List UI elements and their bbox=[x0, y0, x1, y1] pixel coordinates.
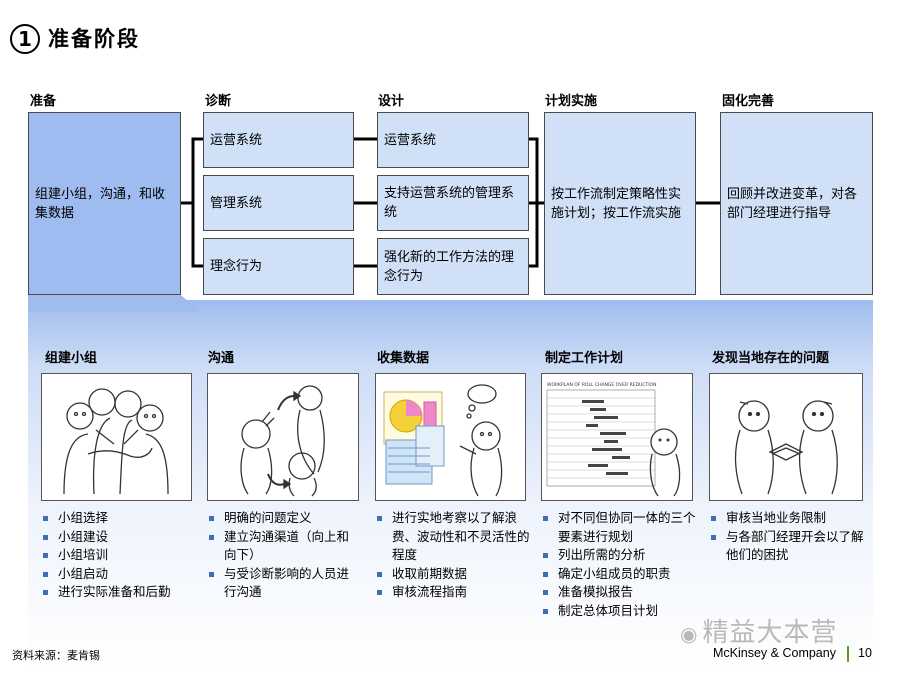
section-title-issues: 发现当地存在的问题 bbox=[712, 351, 830, 366]
prepare-box: 组建小组，沟通，和收集数据 bbox=[28, 112, 181, 295]
list-item: 收取前期数据 bbox=[375, 565, 535, 584]
list-item: 与受诊断影响的人员进行沟通 bbox=[207, 565, 352, 602]
communication-illustration bbox=[207, 373, 359, 501]
issues-bullet-list: 审核当地业务限制 与各部门经理开会以了解他们的困扰 bbox=[709, 509, 871, 565]
page-number: 10 bbox=[858, 646, 872, 660]
list-item: 对不同但协同一体的三个要素进行规划 bbox=[541, 509, 699, 546]
list-item: 进行实地考察以了解浪费、波动性和不灵活性的程度 bbox=[375, 509, 535, 565]
workplan-illustration: WORKPLAN OF ROLL CHANGE OVER REDUCTION bbox=[541, 373, 693, 501]
section-title-communication: 沟通 bbox=[208, 351, 235, 366]
design-management-system-box: 支持运营系统的管理系统 bbox=[377, 175, 529, 231]
data-bullet-list: 进行实地考察以了解浪费、波动性和不灵活性的程度 收取前期数据 审核流程指南 bbox=[375, 509, 535, 602]
stage-label-consolidate: 固化完善 bbox=[722, 94, 775, 109]
stage-label-diagnose: 诊断 bbox=[205, 94, 232, 109]
data-collection-illustration bbox=[375, 373, 526, 501]
implement-box: 按工作流制定策略性实施计划；按工作流实施 bbox=[544, 112, 696, 295]
page-title: 准备阶段 bbox=[48, 27, 140, 51]
list-item: 与各部门经理开会以了解他们的困扰 bbox=[709, 528, 871, 565]
team-huddle-illustration bbox=[41, 373, 192, 501]
diagnose-management-system-box: 管理系统 bbox=[203, 175, 354, 231]
watermark: ◉精益大本营 bbox=[680, 612, 837, 649]
list-item: 小组启动 bbox=[41, 565, 181, 584]
list-item: 准备模拟报告 bbox=[541, 583, 699, 602]
list-item: 小组选择 bbox=[41, 509, 181, 528]
design-operating-system-box: 运营系统 bbox=[377, 112, 529, 168]
stage-label-prepare: 准备 bbox=[30, 94, 57, 109]
local-issues-illustration bbox=[709, 373, 863, 501]
workplan-bullet-list: 对不同但协同一体的三个要素进行规划 列出所需的分析 确定小组成员的职责 准备模拟… bbox=[541, 509, 699, 620]
step-number-badge: 1 bbox=[10, 24, 40, 54]
list-item: 小组建设 bbox=[41, 528, 181, 547]
list-item: 明确的问题定义 bbox=[207, 509, 352, 528]
team-bullet-list: 小组选择 小组建设 小组培训 小组启动 进行实际准备和后勤 bbox=[41, 509, 181, 602]
watermark-text: 精益大本营 bbox=[702, 618, 838, 648]
stage-label-implement: 计划实施 bbox=[545, 94, 598, 109]
consolidate-box: 回顾并改进变革，对各部门经理进行指导 bbox=[720, 112, 873, 295]
list-item: 审核当地业务限制 bbox=[709, 509, 871, 528]
section-title-team: 组建小组 bbox=[45, 351, 98, 366]
diagnose-operating-system-box: 运营系统 bbox=[203, 112, 354, 168]
list-item: 确定小组成员的职责 bbox=[541, 565, 699, 584]
footer-divider bbox=[847, 646, 849, 662]
diagnose-mindset-box: 理念行为 bbox=[203, 238, 354, 295]
list-item: 制定总体项目计划 bbox=[541, 602, 699, 621]
list-item: 建立沟通渠道（向上和向下） bbox=[207, 528, 352, 565]
section-title-data: 收集数据 bbox=[377, 351, 430, 366]
workplan-chart-header: WORKPLAN OF ROLL CHANGE OVER REDUCTION bbox=[547, 382, 656, 388]
design-mindset-box: 强化新的工作方法的理念行为 bbox=[377, 238, 529, 295]
list-item: 审核流程指南 bbox=[375, 583, 535, 602]
company-name: McKinsey & Company bbox=[713, 646, 836, 660]
list-item: 列出所需的分析 bbox=[541, 546, 699, 565]
source-note: 资料来源：麦肯锡 bbox=[12, 649, 100, 662]
list-item: 进行实际准备和后勤 bbox=[41, 583, 181, 602]
section-title-workplan: 制定工作计划 bbox=[545, 351, 624, 366]
communication-bullet-list: 明确的问题定义 建立沟通渠道（向上和向下） 与受诊断影响的人员进行沟通 bbox=[207, 509, 352, 602]
stage-label-design: 设计 bbox=[378, 94, 405, 109]
list-item: 小组培训 bbox=[41, 546, 181, 565]
wechat-icon: ◉ bbox=[680, 622, 699, 646]
